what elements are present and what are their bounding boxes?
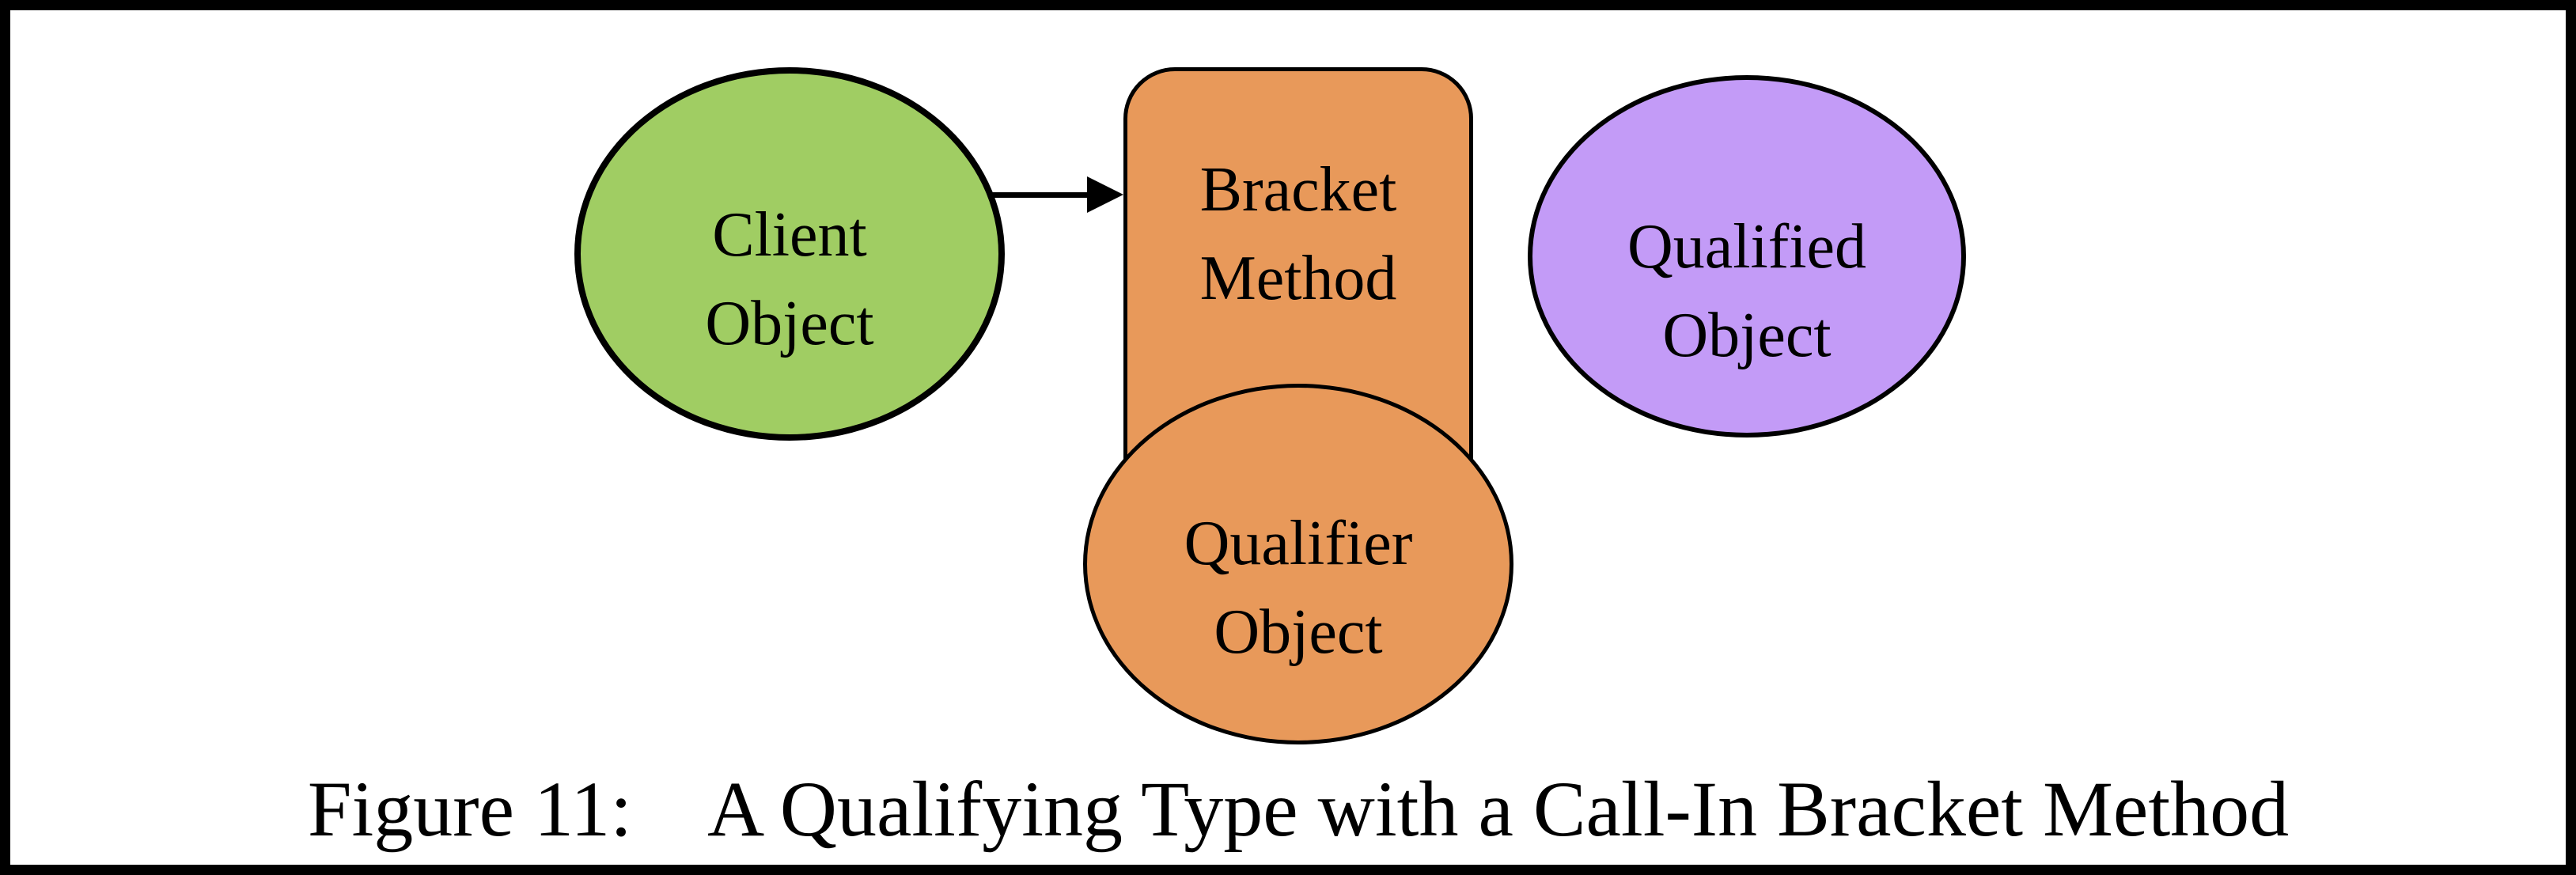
client-object-label: Client Object — [574, 191, 1005, 368]
client-object-ellipse — [574, 67, 1005, 441]
arrow-shaft — [990, 192, 1090, 198]
qualified-label-line2: Object — [1662, 301, 1832, 370]
qualifier-label-line2: Object — [1214, 597, 1383, 667]
qualified-object-ellipse — [1528, 75, 1966, 438]
figure-caption: Figure 11: A Qualifying Type with a Call-… — [10, 762, 2566, 857]
bracket-label-line1: Bracket — [1199, 155, 1397, 225]
qualifier-object-ellipse — [1083, 384, 1513, 744]
figure-caption-prefix: Figure 11: — [307, 765, 633, 853]
client-label-line2: Object — [705, 289, 874, 358]
client-label-line1: Client — [712, 200, 867, 270]
qualifier-label-line1: Qualifier — [1184, 509, 1413, 578]
figure-caption-title: A Qualifying Type with a Call-In Bracket… — [707, 765, 2290, 853]
qualified-label-line1: Qualified — [1627, 212, 1867, 282]
bracket-method-label: Bracket Method — [1123, 146, 1473, 323]
qualified-object-label: Qualified Object — [1528, 203, 1966, 380]
qualifier-object-label: Qualifier Object — [1083, 499, 1513, 676]
bracket-label-line2: Method — [1199, 244, 1397, 313]
arrow-head-icon — [1087, 176, 1123, 213]
